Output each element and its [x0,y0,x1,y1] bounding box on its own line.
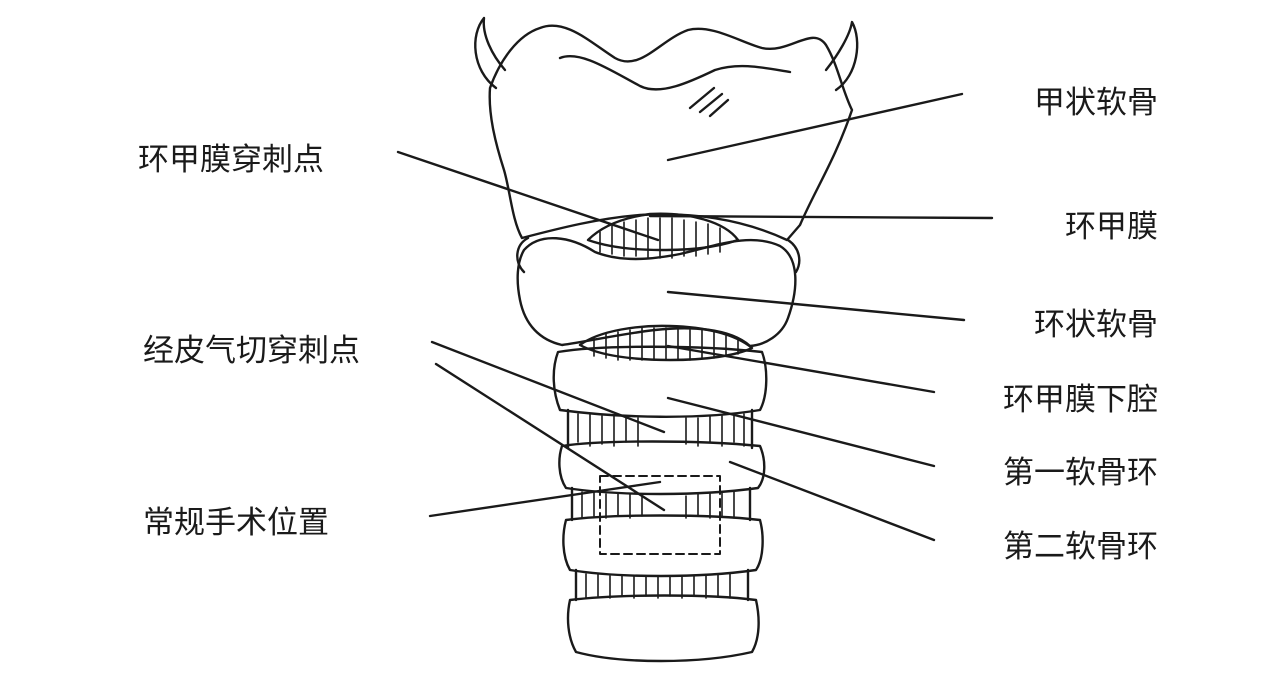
second-ring-outline [558,440,766,496]
thyroid-notch-detail [558,55,792,91]
label-first-ring: 第一软骨环 [1003,455,1158,491]
label-conventional-position: 常规手术位置 [143,505,329,541]
thyroid-prominence-hatch [688,86,730,118]
label-cricothyroid-membrane: 环甲膜 [1065,209,1158,245]
leader-conventional-position [428,480,662,518]
fourth-ring-outline [566,594,760,663]
label-thyroid-cartilage: 甲状软骨 [1034,85,1158,121]
label-subglottic-space: 环甲膜下腔 [1003,382,1158,418]
superior-horn-right [824,20,859,92]
leader-percutaneous-2 [434,362,666,512]
label-second-ring: 第二软骨环 [1003,529,1158,565]
third-ring-outline [562,514,764,578]
leader-percutaneous-1 [430,340,666,434]
inter-ring-band-2 [570,486,752,522]
leader-second-ring [728,460,936,542]
label-percutaneous-tracheotomy: 经皮气切穿刺点 [143,333,360,369]
superior-horn-left [474,16,507,90]
inter-ring-hatch-1 [577,413,745,447]
first-ring-outline [552,345,768,418]
inter-ring-hatch-3 [585,573,731,599]
thyroid-cartilage-outline [488,24,854,242]
subglottic-hatch [593,327,739,361]
lateral-lobe-right [786,238,801,274]
leader-cricoid-cartilage [666,290,966,322]
leader-cricothyroid-membrane [648,214,994,220]
label-cricothyroid-puncture: 环甲膜穿刺点 [138,142,324,178]
inter-ring-band-3 [574,568,750,602]
inter-ring-band-1 [566,408,754,450]
label-cricoid-cartilage: 环状软骨 [1034,307,1158,343]
membrane-hatch [599,217,721,259]
leader-first-ring [666,396,936,468]
leader-thyroid-cartilage [666,92,964,162]
leader-cricothyroid-puncture [396,150,660,242]
lateral-lobe-left [516,236,530,274]
leader-subglottic-space [666,344,936,394]
cricoid-cartilage-outline [516,237,797,348]
conventional-position-box [599,475,721,555]
inter-ring-hatch-2 [581,491,735,519]
subglottic-space-outline [578,324,754,362]
